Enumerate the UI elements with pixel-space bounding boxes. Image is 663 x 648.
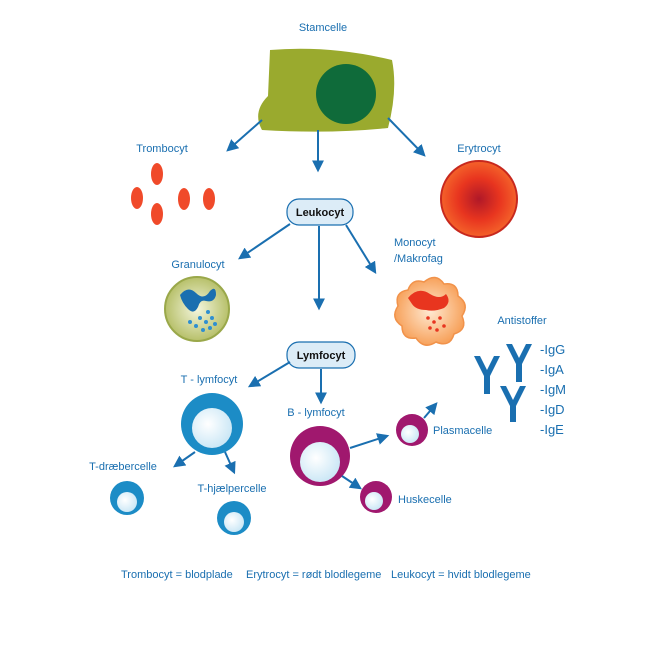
label-antistoffer: Antistoffer bbox=[497, 315, 547, 327]
antibody-label: -IgD bbox=[540, 402, 565, 417]
arrow-leukocyt-to-monocyt bbox=[345, 224, 377, 275]
granulocyte bbox=[164, 276, 230, 342]
arrow-plasmacelle-to-antistoffer bbox=[423, 402, 438, 419]
footer-erytrocyt: Erytrocyt = rødt blodlegeme bbox=[246, 569, 381, 581]
leukocyt-box: Leukocyt bbox=[286, 198, 354, 226]
platelets bbox=[131, 163, 215, 225]
antibody-icon bbox=[500, 386, 526, 422]
antibody-list: -IgG -IgA -IgM -IgD -IgE bbox=[540, 342, 566, 437]
arrow-b-to-plasmacelle bbox=[349, 433, 390, 449]
arrow-t-to-draebercelle bbox=[173, 451, 196, 468]
arrow-stem-to-trombocyt bbox=[226, 119, 263, 152]
platelet bbox=[151, 163, 163, 185]
label-huskecelle: Huskecelle bbox=[398, 494, 452, 506]
arrow-stem-to-erytrocyt bbox=[387, 117, 426, 157]
label-stamcelle: Stamcelle bbox=[299, 22, 347, 34]
antibody-icons bbox=[474, 344, 532, 422]
arrow-b-to-huskecelle bbox=[341, 475, 362, 490]
b-lymphocyte bbox=[290, 426, 350, 486]
antibody-label: -IgG bbox=[540, 342, 565, 357]
plasma-cell bbox=[396, 414, 428, 446]
t-helper-cell bbox=[217, 501, 251, 535]
arrow-leukocyt-to-granulocyt bbox=[238, 223, 291, 260]
t-lymphocyte bbox=[181, 393, 243, 455]
label-erytrocyt: Erytrocyt bbox=[457, 143, 500, 155]
label-granulocyt: Granulocyt bbox=[171, 259, 224, 271]
antibody-label: -IgM bbox=[540, 382, 566, 397]
antibody-icon bbox=[506, 344, 532, 382]
arrow-t-to-hjaelpercelle bbox=[224, 451, 236, 475]
arrow-lymfocyt-to-t-lymfocyt bbox=[247, 361, 291, 388]
footer-legend: Trombocyt = blodplade Erytrocyt = rødt b… bbox=[121, 569, 531, 581]
monocyte bbox=[394, 276, 466, 346]
antibody-icon bbox=[474, 356, 500, 394]
footer-leukocyt: Leukocyt = hvidt blodlegeme bbox=[391, 569, 531, 581]
label-t-lymfocyt: T - lymfocyt bbox=[181, 374, 238, 386]
label-trombocyt: Trombocyt bbox=[136, 143, 188, 155]
memory-cell bbox=[360, 481, 392, 513]
label-b-lymfocyt: B - lymfocyt bbox=[287, 407, 344, 419]
label-t-draebercelle: T-dræbercelle bbox=[89, 461, 157, 473]
label-lymfocyt: Lymfocyt bbox=[297, 350, 346, 362]
granules bbox=[188, 310, 217, 332]
label-plasmacelle: Plasmacelle bbox=[433, 425, 492, 437]
granulocyte-nucleus bbox=[180, 288, 216, 312]
stem-cell-nucleus bbox=[316, 64, 376, 124]
monocyte-nucleus bbox=[408, 290, 449, 311]
lymfocyt-box: Lymfocyt bbox=[286, 341, 356, 369]
antibody-label: -IgE bbox=[540, 422, 564, 437]
antibody-label: -IgA bbox=[540, 362, 564, 377]
label-makrofag: /Makrofag bbox=[394, 253, 443, 265]
erythrocyte bbox=[440, 160, 518, 238]
platelet bbox=[151, 203, 163, 225]
label-leukocyt: Leukocyt bbox=[296, 207, 345, 219]
label-monocyt: Monocyt bbox=[394, 237, 436, 249]
t-killer-cell bbox=[110, 481, 144, 515]
platelet bbox=[131, 187, 143, 209]
monocyte-granules bbox=[426, 316, 446, 332]
platelet bbox=[203, 188, 215, 210]
label-t-hjaelpercelle: T-hjælpercelle bbox=[197, 483, 266, 495]
stem-cell bbox=[258, 48, 395, 132]
platelet bbox=[178, 188, 190, 210]
footer-trombocyt: Trombocyt = blodplade bbox=[121, 569, 233, 581]
